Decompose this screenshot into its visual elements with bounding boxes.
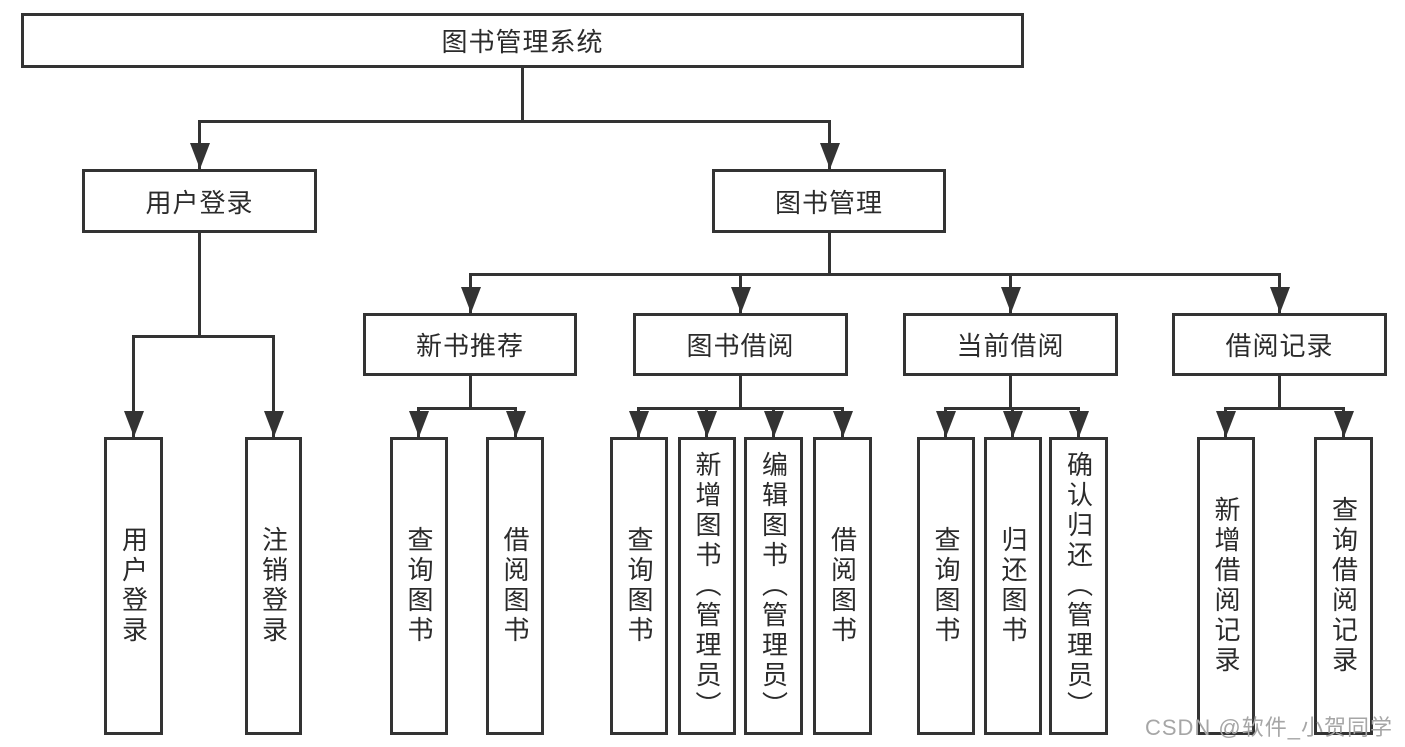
connector-line [132,335,275,338]
arrowhead-down [1003,411,1023,437]
leaf-borrow-add-book-admin: 新增图书（管理员） [678,437,736,735]
leaf-borrow-query-book: 查询图书 [610,437,668,735]
leaf-label: 借阅图书 [500,526,530,646]
arrowhead-down [629,411,649,437]
watermark: CSDN @软件_小贺同学 [1144,715,1393,740]
arrowhead-down [264,411,284,437]
leaf-label: 注销登录 [258,526,289,646]
connector-line [739,376,742,410]
leaf-logout: 注销登录 [245,437,302,735]
leaf-label: 归还图书 [998,526,1028,646]
connector-line [1278,376,1281,410]
connector-line [828,233,831,276]
node-book-management: 图书管理 [712,169,946,233]
connector-line [132,335,135,437]
leaf-label: 确认归还（管理员） [1063,451,1094,721]
leaf-label: 查询图书 [624,526,654,646]
leaf-borrow-borrow-book: 借阅图书 [813,437,872,735]
leaf-label: 查询图书 [404,526,434,646]
connector-line [417,407,517,410]
leaf-current-return-book: 归还图书 [984,437,1042,735]
arrowhead-down [1001,287,1021,313]
arrowhead-down [1270,287,1290,313]
arrowhead-down [124,411,144,437]
arrowhead-down [1334,411,1354,437]
arrowhead-down [820,143,840,169]
connector-line [1224,407,1345,410]
connector-line [198,233,201,338]
connector-line [521,68,524,123]
arrowhead-down [764,411,784,437]
leaf-borrow-edit-book-admin: 编辑图书（管理员） [744,437,803,735]
leaf-user-login: 用户登录 [104,437,163,735]
leaf-recommend-query-book: 查询图书 [390,437,448,735]
arrowhead-down [833,411,853,437]
connector-line [637,407,844,410]
leaf-label: 新增借阅记录 [1211,496,1241,676]
arrowhead-down [936,411,956,437]
arrowhead-down [409,411,429,437]
leaf-label: 新增图书（管理员） [692,451,722,721]
leaf-label: 编辑图书（管理员） [758,451,789,721]
leaf-label: 查询借阅记录 [1328,496,1359,676]
node-user-login: 用户登录 [82,169,317,233]
connector-line [272,335,275,437]
node-borrow-record: 借阅记录 [1172,313,1387,376]
leaf-label: 用户登录 [118,526,149,646]
leaf-current-confirm-return-admin: 确认归还（管理员） [1049,437,1108,735]
leaf-recommend-borrow-book: 借阅图书 [486,437,544,735]
root-node: 图书管理系统 [21,13,1024,68]
node-new-book-recommend: 新书推荐 [363,313,577,376]
connector-line [198,120,831,123]
arrowhead-down [1216,411,1236,437]
leaf-record-query-record: 查询借阅记录 [1314,437,1373,735]
connector-line [1009,376,1012,410]
node-current-borrow: 当前借阅 [903,313,1118,376]
leaf-label: 查询图书 [931,526,961,646]
arrowhead-down [190,143,210,169]
arrowhead-down [461,287,481,313]
arrowhead-down [697,411,717,437]
connector-line [469,376,472,410]
connector-line [469,273,1281,276]
leaf-current-query-book: 查询图书 [917,437,975,735]
leaf-label: 借阅图书 [827,526,858,646]
arrowhead-down [506,411,526,437]
node-book-borrow: 图书借阅 [633,313,848,376]
leaf-record-add-record: 新增借阅记录 [1197,437,1255,735]
arrowhead-down [731,287,751,313]
arrowhead-down [1069,411,1089,437]
